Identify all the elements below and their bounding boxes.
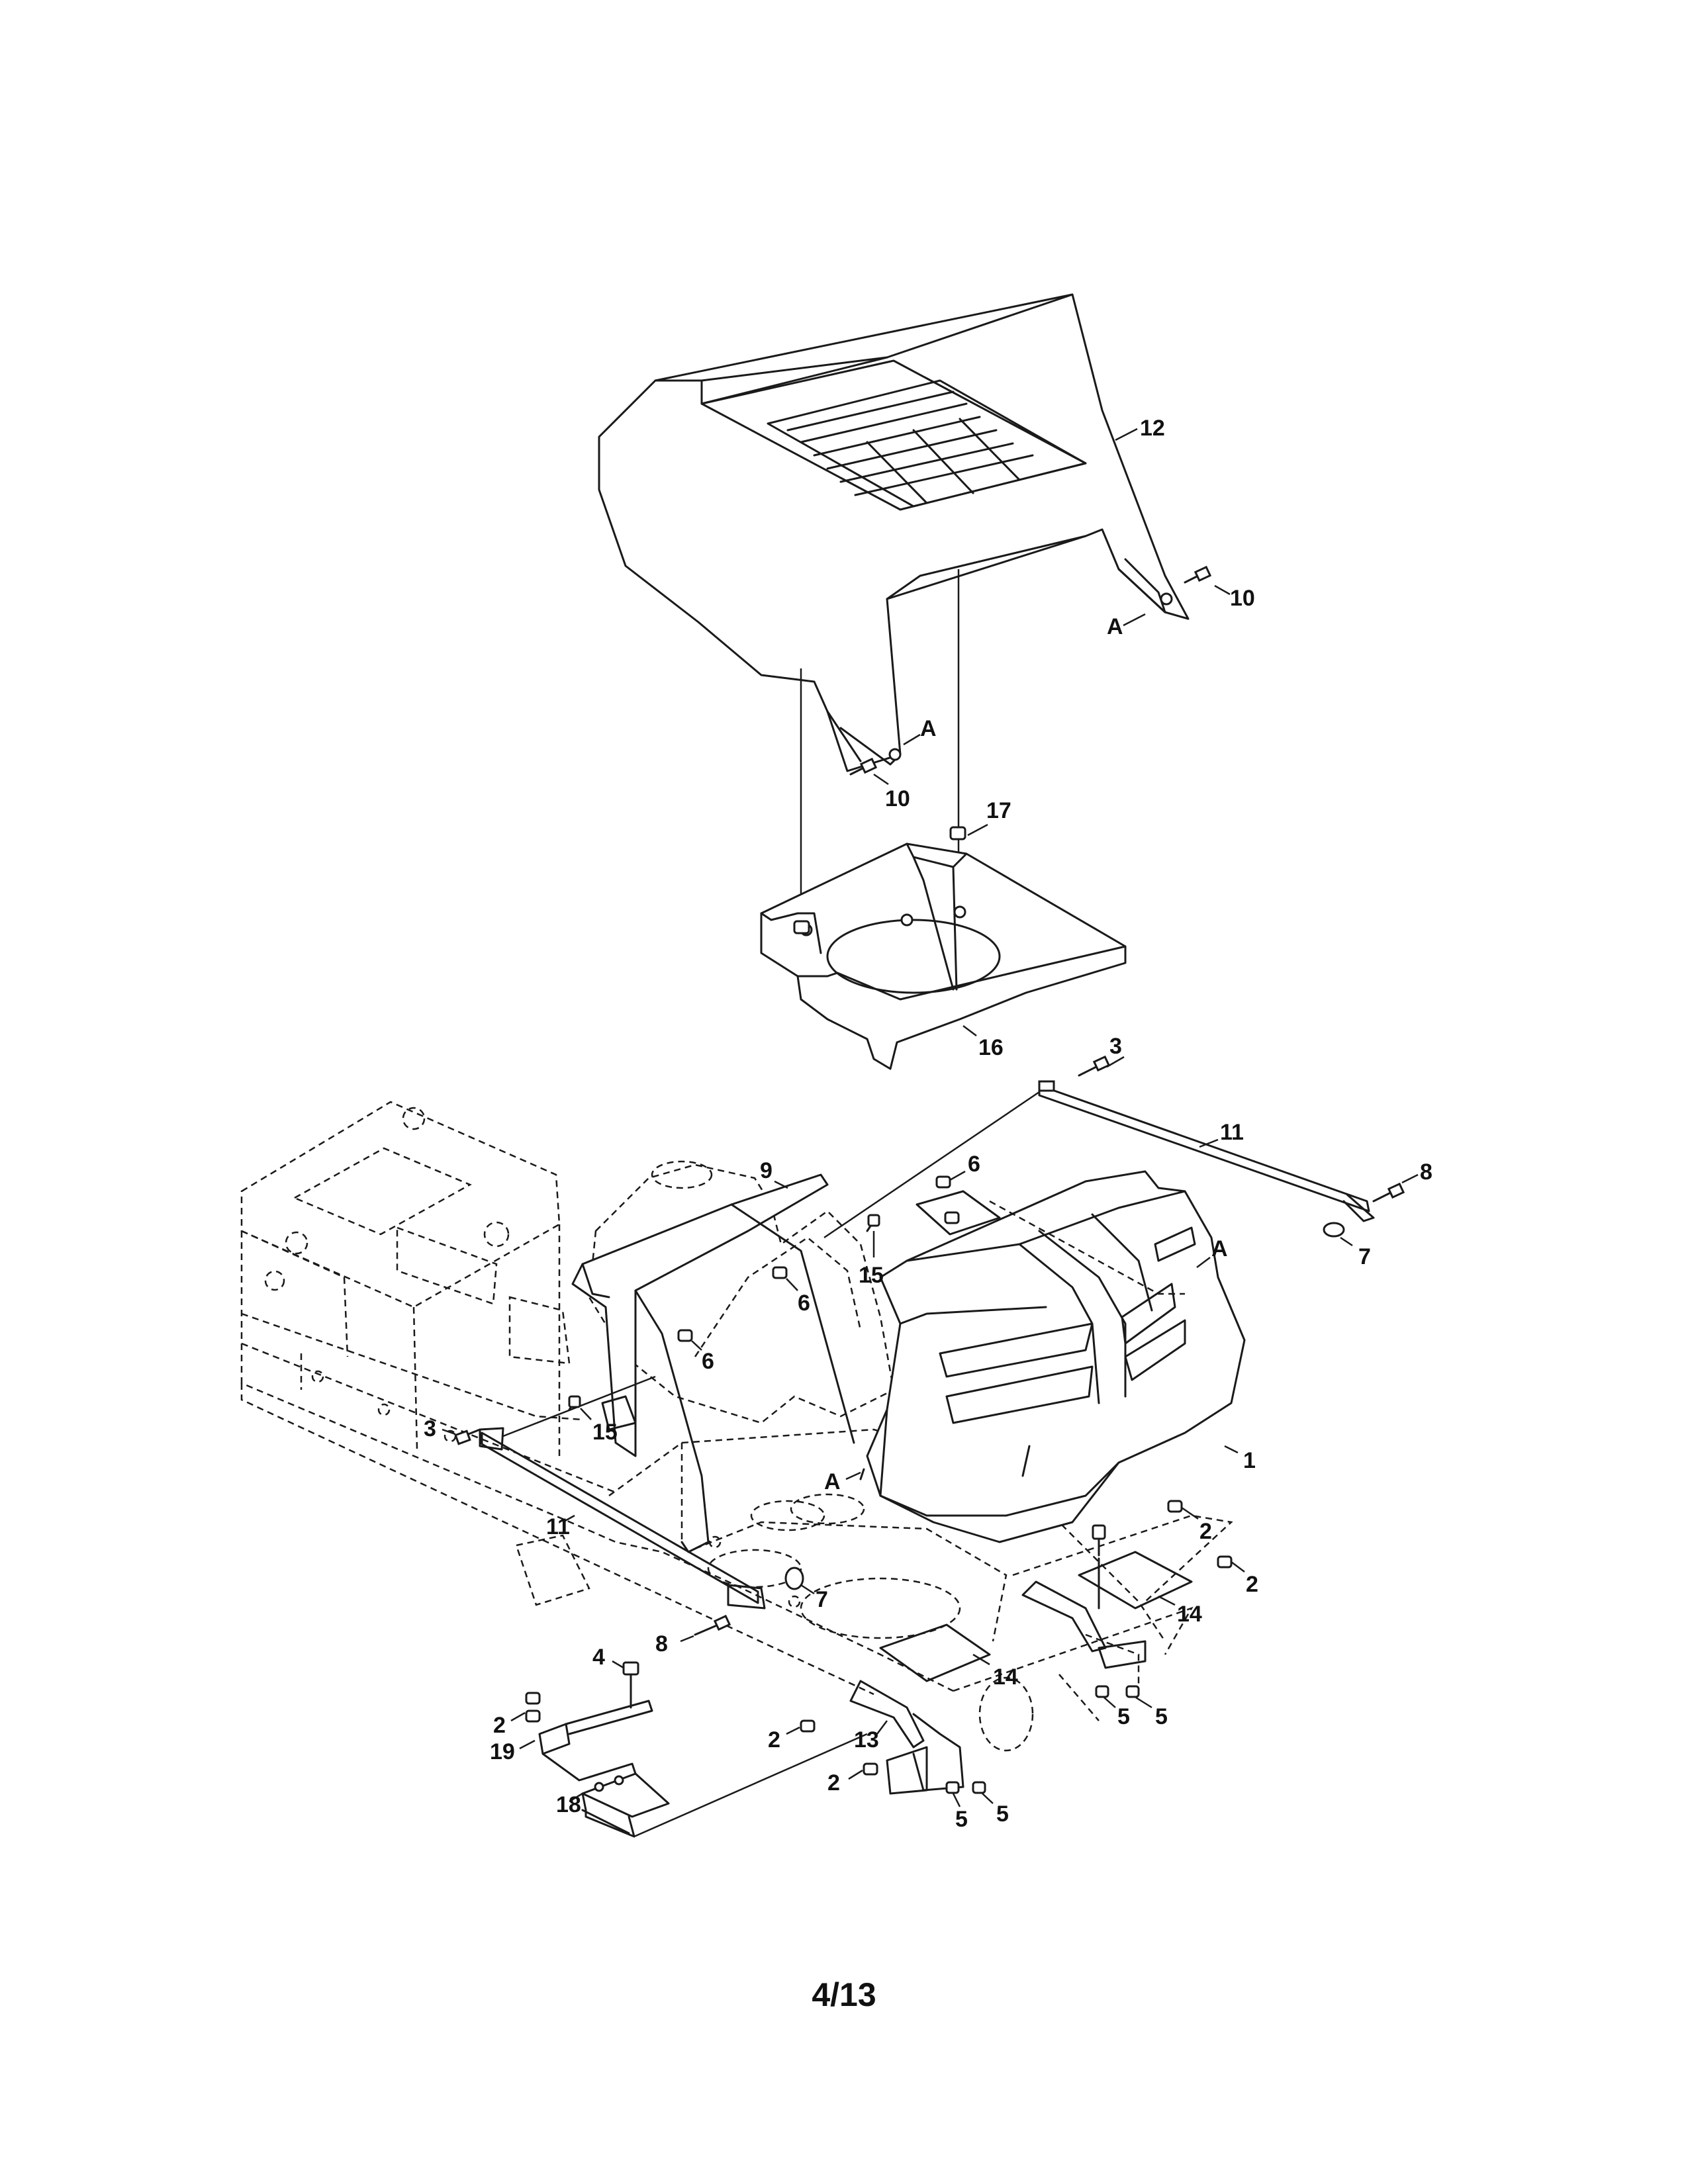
callout-8: 8 — [655, 1631, 668, 1657]
callout-12: 12 — [1140, 416, 1165, 441]
dash-support-panel — [571, 1173, 855, 1553]
callout-4: 4 — [592, 1645, 605, 1670]
callout-19: 19 — [490, 1739, 515, 1764]
hood-bolt-right — [1184, 565, 1212, 584]
callout-16: 16 — [978, 1035, 1004, 1060]
callout-7: 7 — [816, 1587, 828, 1612]
leader-lines — [442, 428, 1419, 1807]
callout-8: 8 — [1420, 1160, 1432, 1185]
callout-labels: 12 10 A A 10 17 16 3 11 8 7 9 6 15 A 6 6… — [424, 416, 1432, 1832]
callout-11: 11 — [1220, 1120, 1244, 1145]
callout-6: 6 — [968, 1152, 980, 1177]
hood-panel — [598, 293, 1190, 772]
callout-a: A — [920, 716, 937, 741]
callout-15: 15 — [592, 1420, 618, 1445]
hardware — [454, 826, 1405, 1794]
callout-14: 14 — [993, 1664, 1018, 1690]
support-rod-lower — [479, 1427, 766, 1610]
callout-5: 5 — [955, 1807, 968, 1832]
callout-6: 6 — [798, 1291, 810, 1316]
callout-a: A — [1107, 614, 1123, 639]
callout-11: 11 — [546, 1514, 570, 1539]
dash-shroud — [760, 842, 1127, 1070]
callout-2: 2 — [768, 1727, 780, 1752]
callout-10: 10 — [885, 786, 910, 811]
callout-3: 3 — [1109, 1034, 1122, 1059]
callout-17: 17 — [986, 798, 1011, 823]
callout-5: 5 — [1117, 1704, 1130, 1729]
callout-18: 18 — [556, 1792, 581, 1817]
callout-a: A — [824, 1469, 841, 1494]
callout-2: 2 — [827, 1770, 840, 1796]
front-grille-nose — [866, 1170, 1246, 1543]
callout-a: A — [1211, 1236, 1228, 1261]
callout-7: 7 — [1358, 1244, 1371, 1269]
callout-5: 5 — [996, 1801, 1009, 1827]
callout-13: 13 — [854, 1727, 879, 1752]
callout-5: 5 — [1155, 1704, 1168, 1729]
callout-6: 6 — [702, 1349, 714, 1374]
chassis-frame — [240, 1101, 1233, 1752]
callout-15: 15 — [859, 1263, 884, 1288]
axle-bracket-right — [1021, 1580, 1147, 1669]
callout-14: 14 — [1177, 1602, 1202, 1627]
callout-3: 3 — [424, 1416, 436, 1441]
callout-1: 1 — [1243, 1448, 1256, 1473]
callout-2: 2 — [1246, 1572, 1258, 1597]
bracket-plate-center — [879, 1623, 991, 1682]
mounting-bracket — [538, 1700, 670, 1838]
callout-2: 2 — [493, 1713, 506, 1738]
hood-bolt-left — [849, 757, 878, 776]
callout-9: 9 — [760, 1158, 773, 1183]
vent-grille — [786, 390, 1034, 504]
page-number: 4/13 — [812, 1976, 876, 2013]
callout-2: 2 — [1199, 1519, 1212, 1544]
axle-bracket-left — [849, 1680, 964, 1795]
callout-10: 10 — [1230, 586, 1255, 611]
bracket-plate-right — [1078, 1551, 1193, 1610]
